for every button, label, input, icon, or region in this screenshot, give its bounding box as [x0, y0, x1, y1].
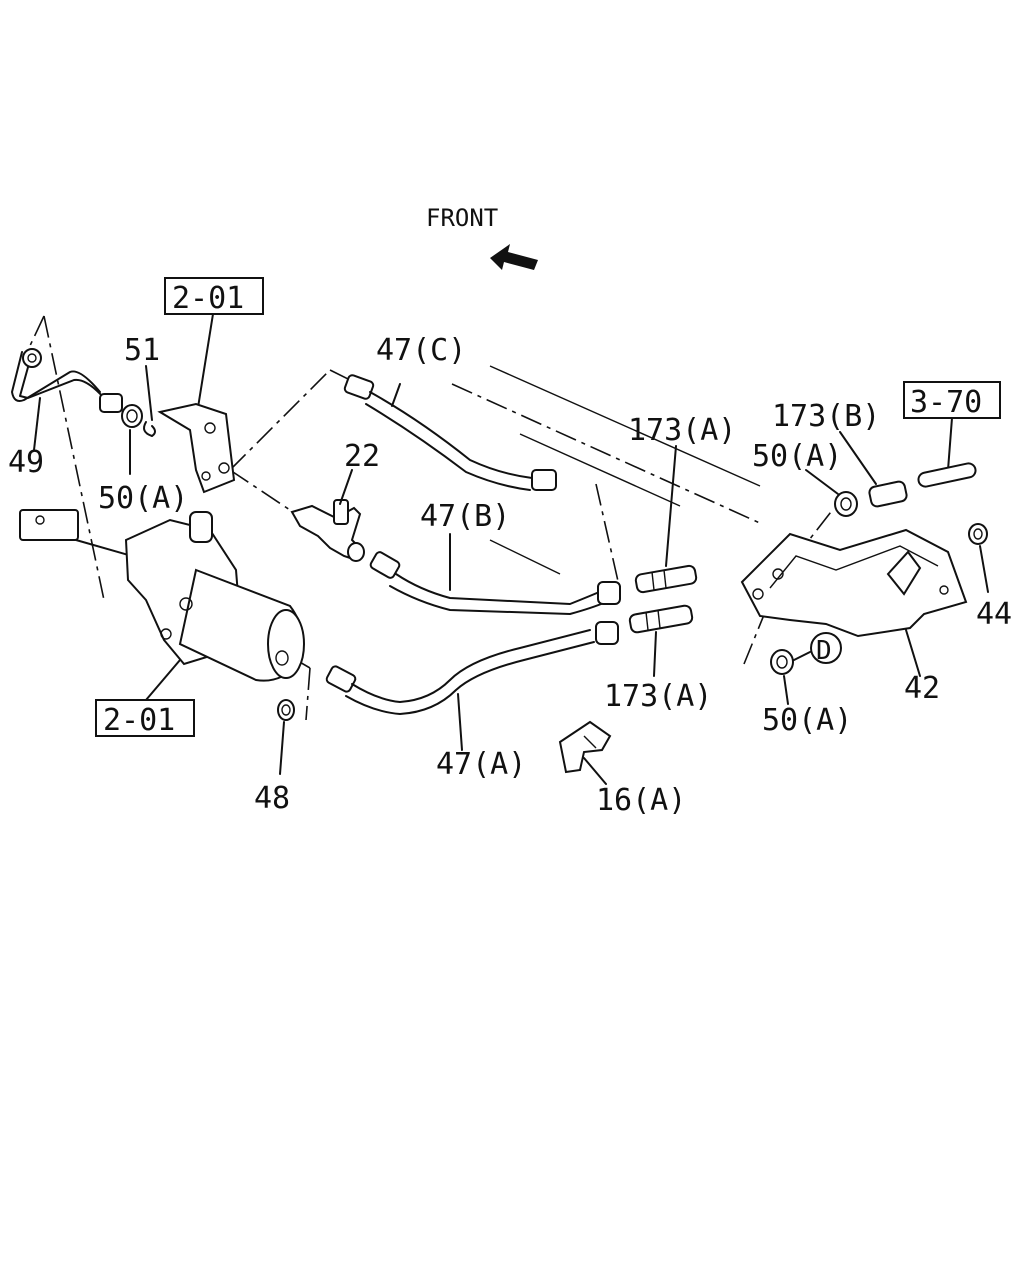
callout-47a: 47(A): [436, 747, 526, 782]
callout-50a-top: 50(A): [752, 439, 842, 474]
ref-box-2-01-bottom[interactable]: 2-01: [95, 699, 195, 738]
callout-173b: 173(B): [772, 399, 880, 434]
callout-47b: 47(B): [420, 499, 510, 534]
ref-box-label: 2-01: [103, 703, 175, 738]
callout-50a-bottom: 50(A): [762, 703, 852, 738]
hose-part-47b[interactable]: [369, 551, 621, 615]
booster-unit[interactable]: [19, 509, 305, 682]
nut-part-50a-bottom[interactable]: [770, 649, 794, 675]
bracket-plate[interactable]: [157, 402, 236, 494]
front-arrow-icon: [490, 244, 538, 270]
clip-part-51[interactable]: [143, 421, 156, 437]
callout-50a-left: 50(A): [98, 481, 188, 516]
pin-part-icon: [917, 462, 977, 488]
hose-part-47a[interactable]: [325, 621, 619, 715]
callout-173a-bottom: 173(A): [604, 679, 712, 714]
callout-49: 49: [8, 445, 44, 480]
ref-box-label: 3-70: [910, 385, 982, 420]
ref-box-3-70[interactable]: 3-70: [903, 381, 1001, 420]
front-label: FRONT: [426, 204, 498, 232]
callout-48: 48: [254, 781, 290, 816]
washer-part-48[interactable]: [277, 699, 295, 721]
pipe-part-49[interactable]: [11, 348, 123, 413]
callout-47c: 47(C): [376, 333, 466, 368]
ref-box-label: 2-01: [172, 281, 244, 316]
nut-part-44[interactable]: [968, 523, 988, 545]
callout-22: 22: [344, 439, 380, 474]
callout-173a-top: 173(A): [628, 413, 736, 448]
callout-16a: 16(A): [596, 783, 686, 818]
connector-part-22[interactable]: [290, 499, 365, 562]
callout-42: 42: [904, 671, 940, 706]
callout-44: 44: [976, 597, 1012, 632]
ref-box-2-01-top[interactable]: 2-01: [164, 277, 264, 316]
clip-part-16a[interactable]: [558, 720, 612, 774]
bolt-part-173b[interactable]: [868, 480, 908, 508]
hose-part-47c[interactable]: [343, 374, 557, 491]
detail-d-label: D: [816, 636, 832, 666]
nut-part-50a-top[interactable]: [834, 491, 858, 517]
detail-d-marker[interactable]: D: [810, 632, 842, 666]
bolt-part-173a-lower[interactable]: [628, 604, 694, 634]
callout-51: 51: [124, 333, 160, 368]
bracket-part-42[interactable]: [740, 528, 968, 638]
bolt-part-173a-upper[interactable]: [634, 564, 698, 594]
nut-part-50a-left[interactable]: [121, 404, 143, 428]
